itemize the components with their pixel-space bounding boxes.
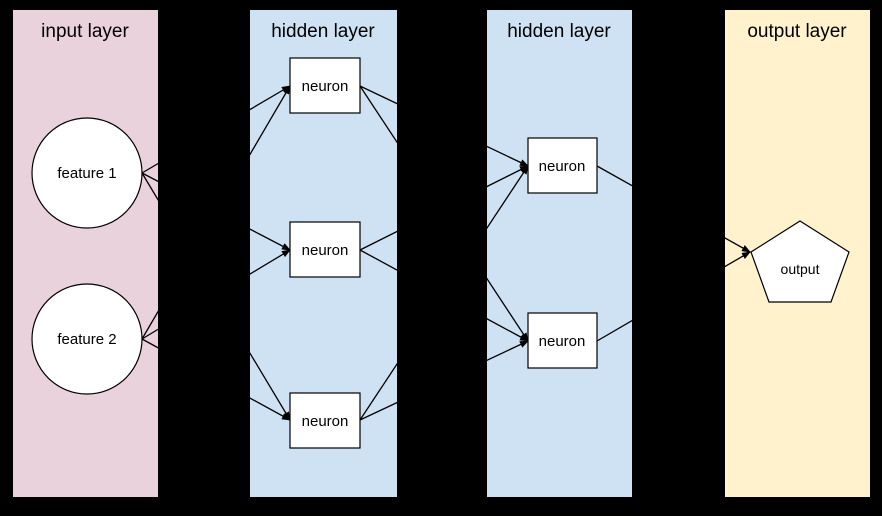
layer-title-output: output layer [747, 21, 847, 42]
hidden2-neuron-1-label: neuron [539, 158, 586, 175]
hidden1-neuron-3-node [289, 392, 361, 449]
hidden1-neuron-3-label: neuron [302, 413, 349, 430]
input-layer-panel [13, 10, 158, 497]
hidden2-neuron-2-node [527, 312, 598, 369]
hidden2-neuron-1-node [527, 137, 598, 194]
feature-2-label: feature 2 [57, 331, 116, 348]
hidden1-neuron-2-node [289, 221, 361, 278]
layer-title-hidden-2: hidden layer [507, 21, 611, 42]
output-label: output [781, 261, 820, 277]
hidden1-neuron-1-node [289, 57, 361, 114]
hidden-layer-2-panel [487, 10, 632, 497]
feature-1-node [31, 117, 143, 229]
layer-title-input: input layer [41, 21, 129, 42]
hidden1-neuron-1-label: neuron [302, 78, 349, 95]
hidden2-neuron-2-label: neuron [539, 333, 586, 350]
output-node [750, 220, 850, 303]
layer-title-hidden-1: hidden layer [271, 21, 375, 42]
feature-2-node [31, 283, 143, 395]
feature-1-label: feature 1 [57, 165, 116, 182]
hidden1-neuron-2-label: neuron [302, 242, 349, 259]
